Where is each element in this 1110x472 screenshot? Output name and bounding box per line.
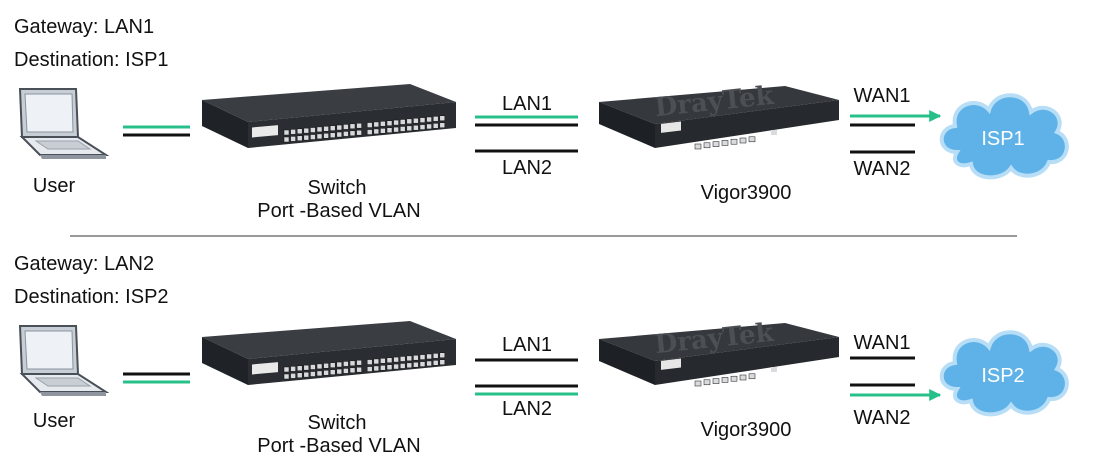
switch-label-1: Switch [307,177,367,199]
cloud-icon-2 [939,330,1069,417]
router-icon-1: DrayTek [599,81,839,150]
cloud-icon-1 [939,93,1069,180]
wan2-label-1: WAN2 [853,158,911,180]
gateway-label-2: Gateway: LAN2 [14,253,155,275]
wan1-label-1: WAN1 [853,85,911,107]
laptop-icon-2 [18,325,110,396]
router-icon-2: DrayTek [599,318,839,387]
laptop-icon-1 [18,88,110,159]
lan2-label-1: LAN2 [501,157,553,179]
router-label-1: Vigor3900 [700,182,792,204]
switch-vlan-label-1: Port -Based VLAN [257,200,421,222]
cloud-label-2: ISP2 [981,365,1025,387]
cloud-label-1: ISP1 [981,128,1025,150]
switch-icon-2 [202,321,456,385]
switch-vlan-label-2: Port -Based VLAN [257,435,421,457]
lan1-label-1: LAN1 [501,93,553,115]
user-label-1: User [32,175,76,197]
switch-label-2: Switch [307,412,367,434]
switch-icon-1 [202,84,456,148]
user-label-2: User [32,410,76,432]
router-label-2: Vigor3900 [700,419,792,441]
lan1-label-2: LAN1 [501,334,553,356]
lan2-label-2: LAN2 [501,398,553,420]
destination-label-1: Destination: ISP1 [14,49,169,71]
destination-label-2: Destination: ISP2 [14,286,169,308]
wan1-label-2: WAN1 [853,332,911,354]
wan2-label-2: WAN2 [853,407,911,429]
gateway-label-1: Gateway: LAN1 [14,16,155,38]
